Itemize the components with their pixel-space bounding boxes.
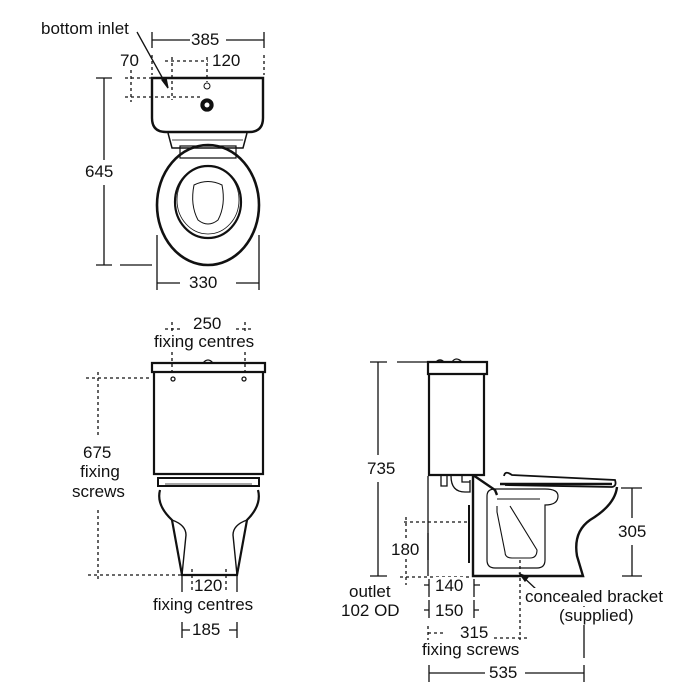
top-view: [96, 31, 265, 290]
dim-185: 185: [191, 620, 222, 639]
fixing-screws-side-label: fixing screws: [421, 640, 521, 659]
dim-330: 330: [188, 273, 219, 292]
side-view: [370, 358, 642, 682]
bottom-inlet-label: bottom inlet: [40, 19, 130, 38]
fixing-centres-bottom-label: fixing centres: [152, 595, 255, 614]
dim-250: 250: [192, 314, 223, 333]
dim-535: 535: [488, 663, 519, 682]
dim-70: 70: [119, 51, 140, 70]
fixing-screws-label-2: screws: [71, 482, 126, 501]
dim-120-bottom: 120: [194, 576, 223, 595]
concealed-bracket-label-2: (supplied): [558, 606, 635, 625]
concealed-bracket-label-1: concealed bracket: [524, 587, 664, 606]
fixing-centres-top-label: fixing centres: [153, 332, 256, 351]
fixing-screws-label-1: fixing: [79, 462, 121, 481]
dim-305: 305: [617, 522, 648, 541]
dim-735: 735: [366, 459, 397, 478]
outlet-label-2: 102 OD: [340, 601, 401, 620]
dim-675: 675: [82, 443, 113, 462]
dim-315: 315: [459, 623, 490, 642]
dim-140: 140: [434, 576, 465, 595]
front-view: [86, 322, 267, 638]
dim-385: 385: [190, 30, 221, 49]
dim-180: 180: [390, 540, 421, 559]
dim-120-top: 120: [211, 51, 242, 70]
outlet-label-1: outlet: [348, 582, 392, 601]
dim-150: 150: [434, 601, 465, 620]
dim-645: 645: [84, 162, 115, 181]
